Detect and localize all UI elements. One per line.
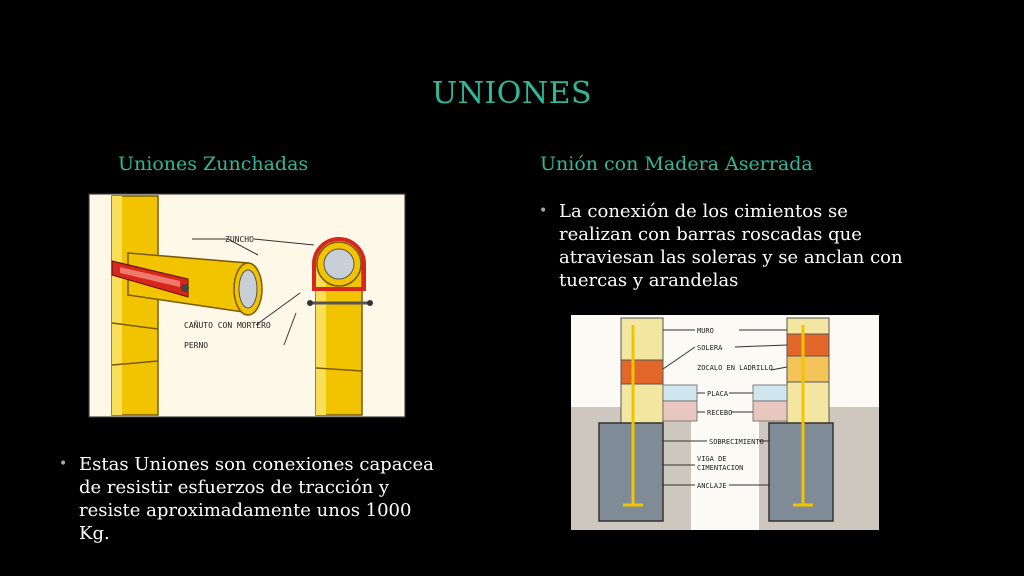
label-solera: SOLERA (697, 344, 723, 352)
foundation-section-illustration: MURO SOLERA ZOCALO EN LADRILLO PLACA REC… (571, 315, 879, 530)
label-viga-1: VIGA DE (697, 455, 727, 463)
label-perno: PERNO (184, 341, 208, 350)
label-canuto: CAÑUTO CON MORTERO (184, 320, 271, 330)
left-bullet: • Estas Uniones son conexiones capacea d… (59, 453, 439, 545)
slide-title: UNIONES (431, 76, 593, 111)
label-anclaje: ANCLAJE (697, 482, 727, 490)
right-bullet-text: La conexión de los cimientos se realizan… (559, 201, 903, 291)
label-viga-2: CIMENTACION (697, 464, 743, 472)
left-subheading: Uniones Zunchadas (118, 153, 309, 175)
bamboo-joint-illustration: ZUNCHO CAÑUTO CON MORTERO PERNO (86, 191, 408, 420)
label-placa: PLACA (707, 390, 729, 398)
right-subheading: Unión con Madera Aserrada (540, 153, 813, 175)
label-zocalo: ZOCALO EN LADRILLO (697, 364, 773, 372)
bullet-dot-icon: • (59, 456, 68, 472)
bullet-dot-icon: • (539, 203, 548, 219)
right-bullet: • La conexión de los cimientos se realiz… (539, 200, 919, 292)
label-recebo: RECEBO (707, 409, 732, 417)
label-zuncho: ZUNCHO (225, 235, 254, 244)
label-sobrecimiento: SOBRECIMIENTO (709, 438, 764, 446)
left-bullet-text: Estas Uniones son conexiones capacea de … (79, 454, 434, 544)
label-muro: MURO (697, 327, 714, 335)
